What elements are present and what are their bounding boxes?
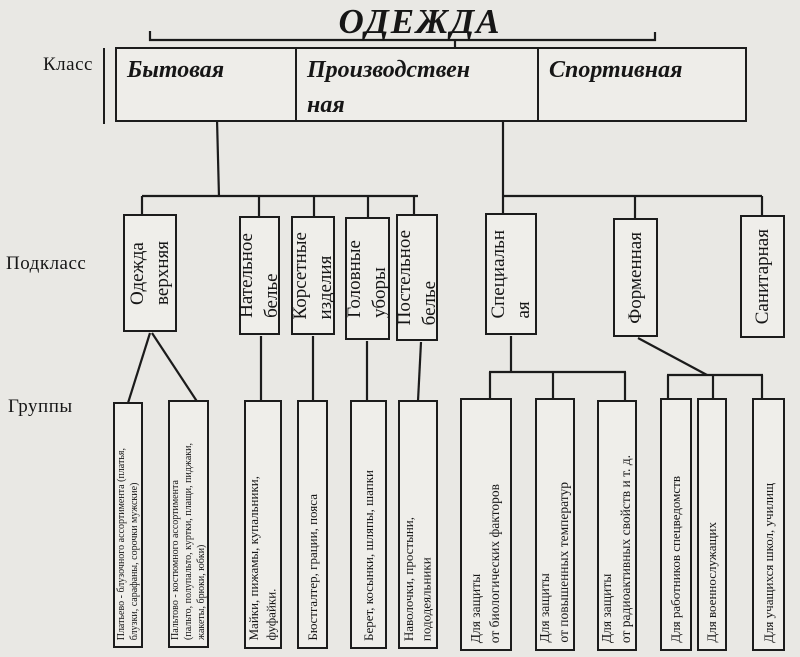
- subclass-label: Нательное белье: [236, 233, 283, 318]
- subclass-box-headwear: Головные уборы: [344, 217, 391, 340]
- group-label: Для защиты от повышенных температур: [537, 482, 571, 643]
- subclass-box-bed-linen: Постельное белье: [394, 214, 440, 341]
- group-box-school-students: Для учащихся школ, училищ: [752, 398, 785, 651]
- group-box-biological-protection: Для защиты от биологических факторов: [460, 398, 512, 651]
- group-label: Майки, пижамы, купальники, фуфайки.: [246, 476, 279, 641]
- group-box-coat-suit: Пальтово - костюмного ассортимента (паль…: [168, 400, 209, 648]
- group-label: Берет, косынки, шляпы, шапки: [360, 470, 376, 641]
- group-box-berets-hats: Берет, косынки, шляпы, шапки: [350, 400, 387, 649]
- subclass-label: Одежда верхняя: [126, 241, 173, 305]
- group-label: Для военнослужащих: [704, 522, 720, 643]
- row-label-class: Класс: [43, 54, 93, 75]
- subclass-label: Головные уборы: [344, 239, 391, 318]
- subclass-label: Санитарная: [751, 228, 773, 325]
- group-box-temperature-protection: Для защиты от повышенных температур: [535, 398, 575, 651]
- subclass-box-outerwear: Одежда верхняя: [123, 214, 177, 332]
- subclass-box-sanitary: Санитарная: [740, 215, 785, 338]
- subclass-box-corsetry: Корсетные изделия: [289, 216, 336, 335]
- group-label: Наволочки, простыни, пододеяльники: [401, 516, 434, 641]
- page-title: ОДЕЖДА: [338, 2, 502, 41]
- group-box-agency-workers: Для работников спецведомств: [660, 398, 692, 651]
- row-label-groups: Группы: [8, 396, 73, 417]
- subclass-box-special: Специальн ая: [485, 213, 537, 335]
- subclass-box-underwear: Нательное белье: [236, 216, 283, 335]
- subclass-label: Постельное белье: [393, 229, 440, 326]
- row-label-subclass: Подкласс: [6, 253, 87, 274]
- group-box-tshirts-pajamas: Майки, пижамы, купальники, фуфайки.: [244, 400, 282, 649]
- class-cell-sport: Спортивная: [537, 49, 745, 120]
- group-label: Для учащихся школ, училищ: [760, 483, 776, 643]
- class-table: Бытовая Производствен ная Спортивная: [115, 47, 747, 122]
- group-box-pillowcases-sheets: Наволочки, простыни, пододеяльники: [398, 400, 438, 649]
- group-label: Платьево - блузочного ассортимента (плат…: [116, 447, 140, 640]
- group-label: Для защиты от радиоактивных свойств и т.…: [599, 454, 633, 643]
- table-left-guide-line: [103, 48, 105, 124]
- group-label: Пальтово - костюмного ассортимента (паль…: [170, 443, 207, 640]
- group-box-dress-blouse: Платьево - блузочного ассортимента (плат…: [113, 402, 143, 648]
- class-cell-household: Бытовая: [127, 57, 225, 83]
- group-box-radiation-protection: Для защиты от радиоактивных свойств и т.…: [597, 400, 637, 651]
- group-box-military: Для военнослужащих: [697, 398, 727, 651]
- group-box-bras-girdles: Бюстгалтер, грации, пояса: [297, 400, 328, 649]
- subclass-label: Форменная: [624, 231, 646, 324]
- group-label: Бюстгалтер, грации, пояса: [304, 494, 320, 641]
- group-label: Для защиты от биологических факторов: [468, 483, 502, 643]
- group-label: Для работников спецведомств: [668, 476, 684, 643]
- subclass-label: Корсетные изделия: [289, 231, 336, 320]
- subclass-label: Специальн ая: [487, 229, 534, 319]
- class-cell-industrial: Производствен ная: [295, 49, 537, 120]
- subclass-box-uniform: Форменная: [613, 218, 658, 337]
